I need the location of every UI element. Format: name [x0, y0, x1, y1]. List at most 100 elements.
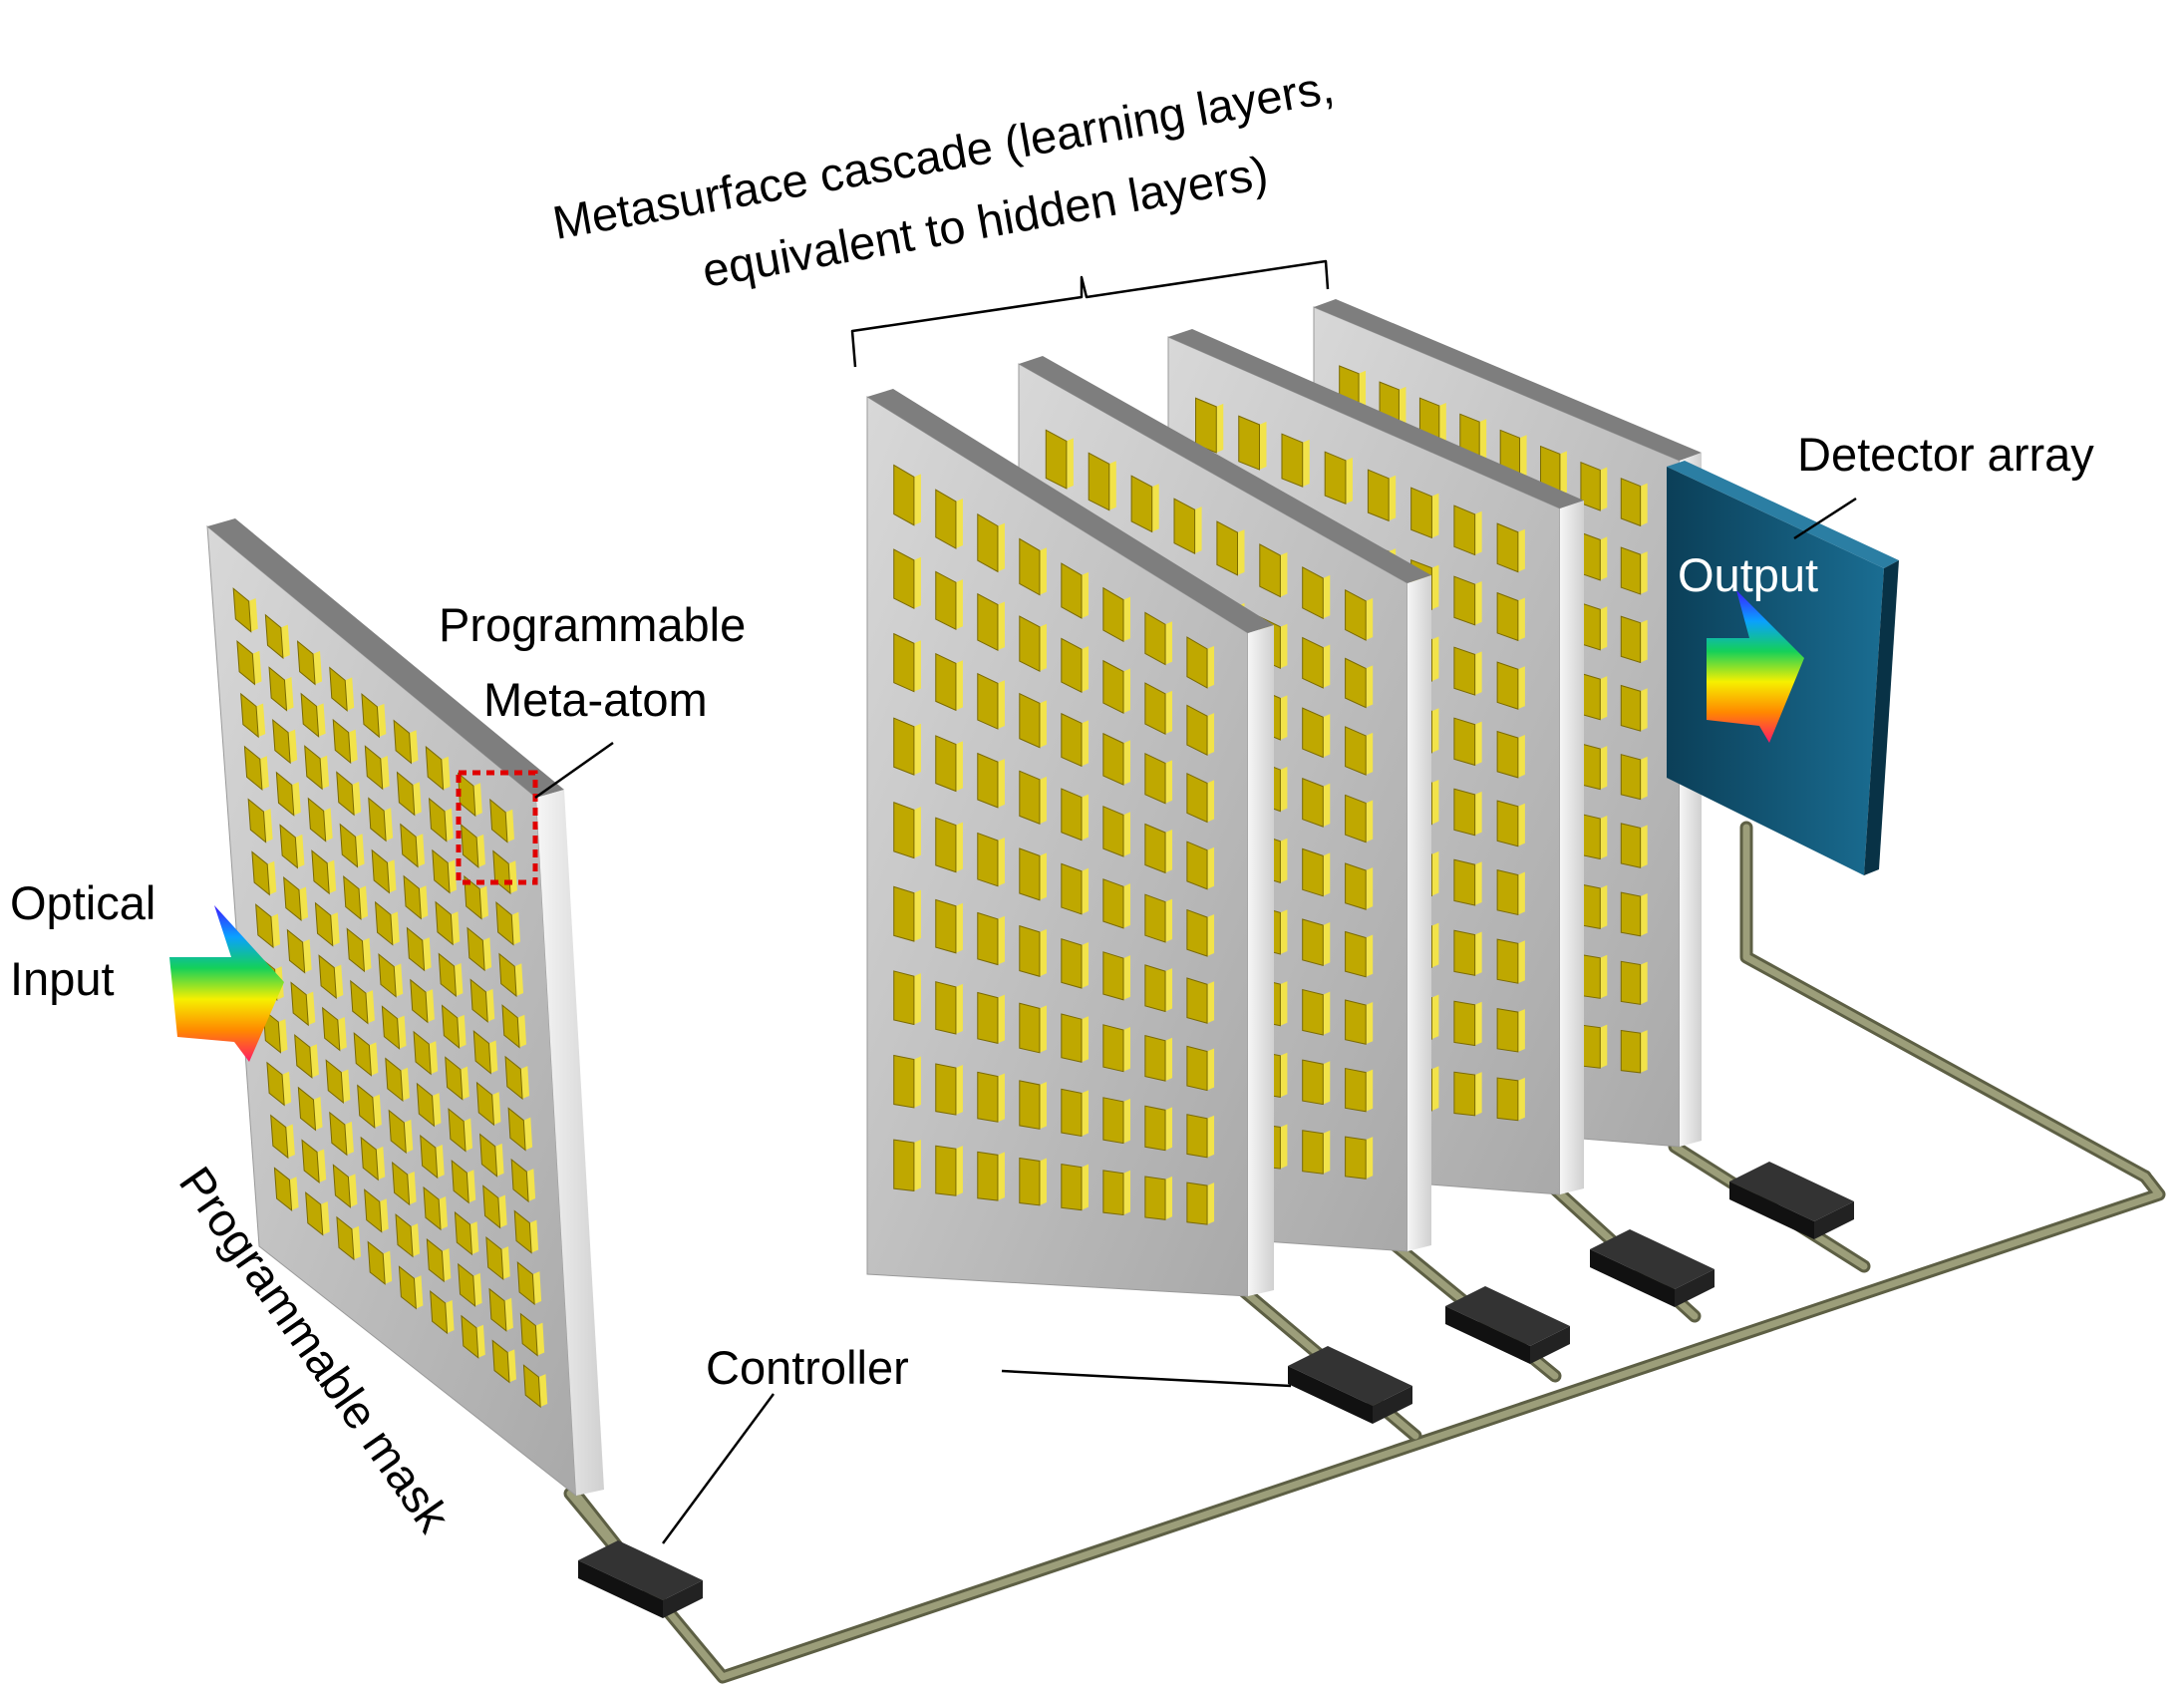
meta-atom	[1345, 794, 1367, 844]
meta-atom	[1061, 938, 1083, 989]
meta-atom-side	[1366, 866, 1374, 910]
meta-atom	[458, 1262, 476, 1308]
meta-atom-side	[1474, 721, 1482, 766]
meta-atom-grid	[893, 464, 1215, 1225]
meta-atom-side	[1474, 651, 1482, 696]
meta-atom-side	[1366, 1137, 1374, 1180]
meta-atom	[395, 1213, 414, 1258]
controller-box	[1590, 1229, 1715, 1307]
meta-atom-side	[997, 837, 1005, 886]
meta-atom	[1061, 1088, 1083, 1138]
meta-atom-side	[1165, 1107, 1173, 1151]
meta-atom	[1195, 397, 1217, 454]
meta-atom	[482, 1184, 501, 1229]
meta-atom-side	[411, 1223, 421, 1257]
meta-atom-side	[442, 1247, 452, 1282]
meta-atom-side	[1474, 1001, 1482, 1046]
meta-atom-side	[397, 1015, 407, 1049]
meta-atom	[353, 1032, 372, 1077]
meta-atom	[336, 1215, 355, 1261]
meta-atom-side	[380, 755, 390, 790]
meta-atom-side	[491, 1092, 501, 1126]
meta-atom-side	[1039, 776, 1047, 825]
meta-atom	[430, 1290, 449, 1335]
meta-atom-side	[444, 808, 454, 842]
meta-atom-highlight-box	[456, 770, 538, 885]
meta-atom-side	[451, 911, 461, 945]
meta-atom	[1102, 878, 1124, 929]
meta-atom-side	[1280, 552, 1288, 597]
meta-atom-side	[1081, 1016, 1089, 1063]
meta-atom-side	[1640, 551, 1648, 594]
meta-atom-side	[1123, 668, 1131, 714]
meta-atom	[451, 1160, 469, 1204]
meta-atom	[371, 848, 391, 894]
meta-atom	[236, 639, 256, 686]
meta-atom-side	[955, 741, 963, 792]
meta-atom-side	[1323, 714, 1331, 758]
meta-atom-side	[913, 973, 921, 1025]
meta-atom	[1453, 1000, 1476, 1047]
meta-atom	[294, 1034, 313, 1079]
meta-atom	[1102, 806, 1124, 857]
meta-atom-side	[523, 1117, 533, 1151]
meta-atom-side	[472, 1272, 482, 1306]
meta-atom	[332, 718, 352, 765]
meta-atom	[1345, 1067, 1367, 1113]
meta-atom	[1620, 960, 1642, 1005]
panel-top-edge	[207, 518, 564, 798]
meta-atom-side	[1259, 421, 1267, 471]
meta-atom-side	[404, 1119, 414, 1154]
meta-atom	[393, 719, 413, 765]
meta-atom	[1061, 1013, 1083, 1063]
meta-atom-side	[362, 937, 372, 972]
meta-atom	[1144, 1176, 1166, 1220]
meta-atom-side	[259, 756, 269, 790]
meta-atom-side	[535, 1322, 545, 1356]
meta-atom-side	[997, 915, 1005, 965]
meta-atom-side	[955, 822, 963, 872]
meta-atom-side	[488, 1040, 498, 1074]
meta-atom	[1496, 1077, 1519, 1122]
panel-side-edge	[1407, 575, 1431, 1251]
meta-atom	[1019, 924, 1041, 977]
meta-atom-side	[1123, 1170, 1131, 1215]
meta-atom-side	[387, 859, 397, 893]
detector-array-label: Detector array	[1797, 428, 2094, 481]
meta-atom	[1453, 505, 1476, 556]
meta-atom	[519, 1312, 538, 1357]
meta-atom-side	[1123, 1098, 1131, 1144]
meta-atom	[1186, 841, 1208, 890]
meta-atom-side	[1207, 913, 1215, 956]
meta-atom	[375, 900, 394, 946]
meta-atom-side	[494, 1143, 504, 1177]
meta-atom-side	[1600, 884, 1608, 929]
meta-atom	[305, 1191, 324, 1236]
meta-atom-side	[334, 964, 344, 998]
meta-atom-side	[1039, 1005, 1047, 1053]
meta-atom-side	[1280, 623, 1288, 669]
meta-atom-side	[1389, 475, 1397, 521]
meta-atom	[240, 692, 259, 739]
meta-atom-side	[1431, 994, 1439, 1040]
meta-atom	[429, 797, 448, 843]
meta-atom-side	[348, 729, 358, 763]
meta-atom-side	[1517, 1077, 1525, 1121]
meta-atom-side	[1323, 1061, 1331, 1105]
meta-atom	[495, 901, 514, 946]
meta-atom-side	[1517, 1009, 1525, 1052]
meta-atom-side	[1165, 1176, 1173, 1220]
meta-atom-side	[1081, 867, 1089, 914]
meta-atom	[243, 745, 263, 791]
meta-atom-side	[913, 807, 921, 858]
meta-atom-side	[1165, 621, 1173, 665]
meta-atom	[1019, 1002, 1041, 1054]
meta-atom-side	[1517, 940, 1525, 984]
meta-atom	[1102, 1097, 1124, 1145]
meta-atom-side	[256, 703, 266, 738]
meta-atom-side	[284, 677, 294, 711]
meta-atom	[1216, 520, 1238, 576]
meta-atom-side	[526, 1169, 536, 1202]
meta-atom	[977, 832, 999, 887]
controller-box	[1445, 1286, 1570, 1364]
